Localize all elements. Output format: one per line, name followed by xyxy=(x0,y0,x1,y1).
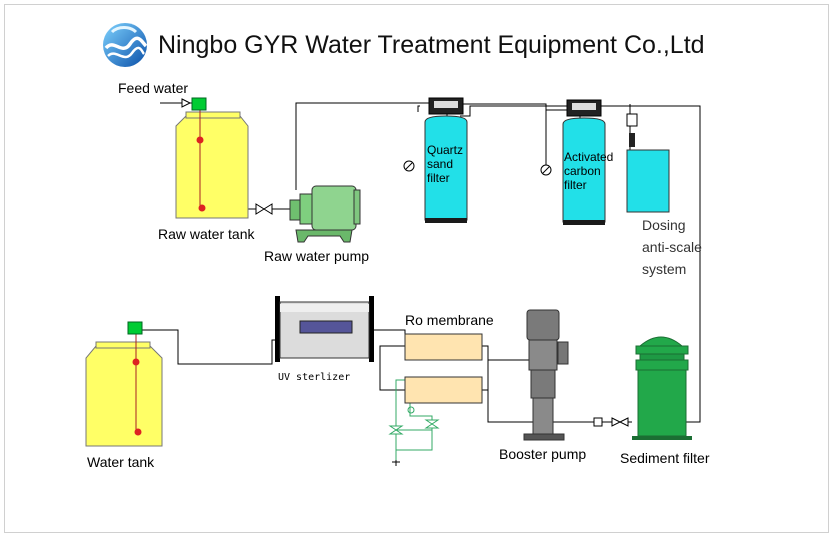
water-wave-logo-icon xyxy=(103,23,148,67)
feed-water-label: Feed water xyxy=(118,80,189,96)
quartz-sand-filter xyxy=(403,97,468,223)
activated-carbon-filter-label: Activated carbon filter xyxy=(564,150,614,192)
ro-membrane-upper xyxy=(404,333,483,361)
water-tank xyxy=(85,321,163,447)
booster-pump xyxy=(523,309,569,441)
quartz-sand-filter-label: Quartz sand filter xyxy=(427,143,464,185)
water-tank-label: Water tank xyxy=(87,454,155,470)
uv-sterilizer xyxy=(275,296,374,362)
company-title: Ningbo GYR Water Treatment Equipment Co.… xyxy=(158,30,705,59)
sediment-filter-label: Sediment filter xyxy=(620,450,710,466)
raw-water-tank xyxy=(175,108,249,219)
sediment-filter xyxy=(632,336,692,440)
header: Ningbo GYR Water Treatment Equipment Co.… xyxy=(100,16,705,74)
raw-water-pump xyxy=(255,185,361,243)
activated-carbon-filter xyxy=(540,99,606,225)
raw-water-tank-label: Raw water tank xyxy=(158,226,255,242)
uv-sterilizer-label: UV sterlizer xyxy=(278,372,351,383)
level-controller-icon xyxy=(191,97,207,111)
dosing-anti-scale-system xyxy=(626,113,670,213)
drain-valve-icon xyxy=(388,419,440,435)
ro-membrane-lower xyxy=(404,376,483,404)
dosing-anti-scale-label: Dosing anti-scale system xyxy=(642,217,702,277)
sediment-inlet-valve-icon xyxy=(593,417,629,427)
pipe-network xyxy=(142,102,701,423)
raw-water-pump-label: Raw water pump xyxy=(264,248,370,264)
booster-pump-label: Booster pump xyxy=(499,446,587,462)
inlet-valve-icon xyxy=(181,98,192,108)
ro-membrane-label: Ro membrane xyxy=(405,312,494,328)
